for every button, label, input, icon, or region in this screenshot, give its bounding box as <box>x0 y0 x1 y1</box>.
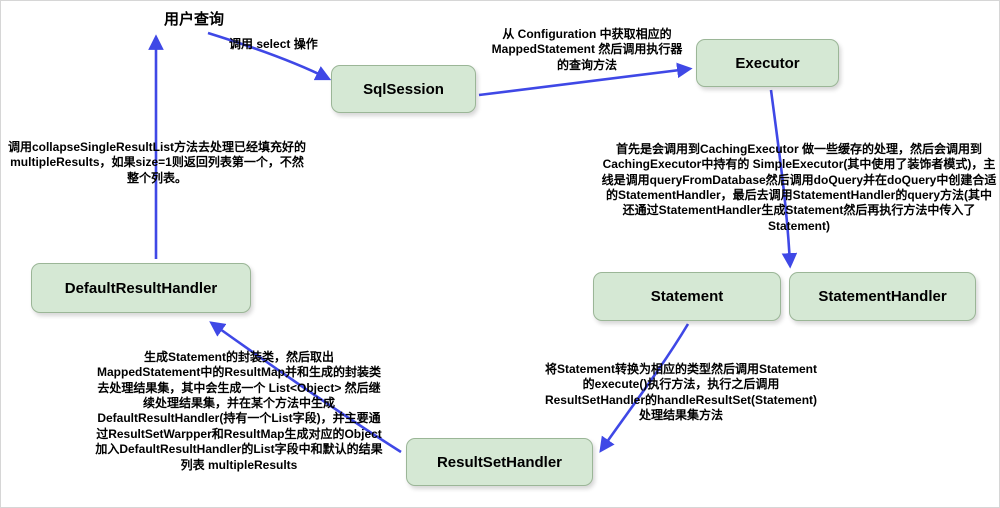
user-query-label: 用户查询 <box>164 11 225 28</box>
edge-label-config-fetch: 从 Configuration 中获取相应的 MappedStatement 然… <box>491 27 683 72</box>
node-sqlsession: SqlSession <box>331 65 476 113</box>
node-statement: Statement <box>593 272 781 321</box>
node-executor: Executor <box>696 39 839 87</box>
node-default-result-handler: DefaultResultHandler <box>31 263 251 313</box>
edge-label-statement-execute: 将Statement转换为相应的类型然后调用Statement的execute(… <box>544 362 818 423</box>
edge-label-collapse-result: 调用collapseSingleResultList方法去处理已经填充好的mul… <box>7 140 307 185</box>
edge-label-select-call: 调用 select 操作 <box>229 37 318 51</box>
node-result-set-handler: ResultSetHandler <box>406 438 593 486</box>
edge-label-executor-detail: 首先是会调用到CachingExecutor 做一些缓存的处理，然后会调用到 C… <box>601 142 997 233</box>
edge-label-resultset-process: 生成Statement的封装类，然后取出MappedStatement中的Res… <box>95 350 383 472</box>
node-statement-handler: StatementHandler <box>789 272 976 321</box>
